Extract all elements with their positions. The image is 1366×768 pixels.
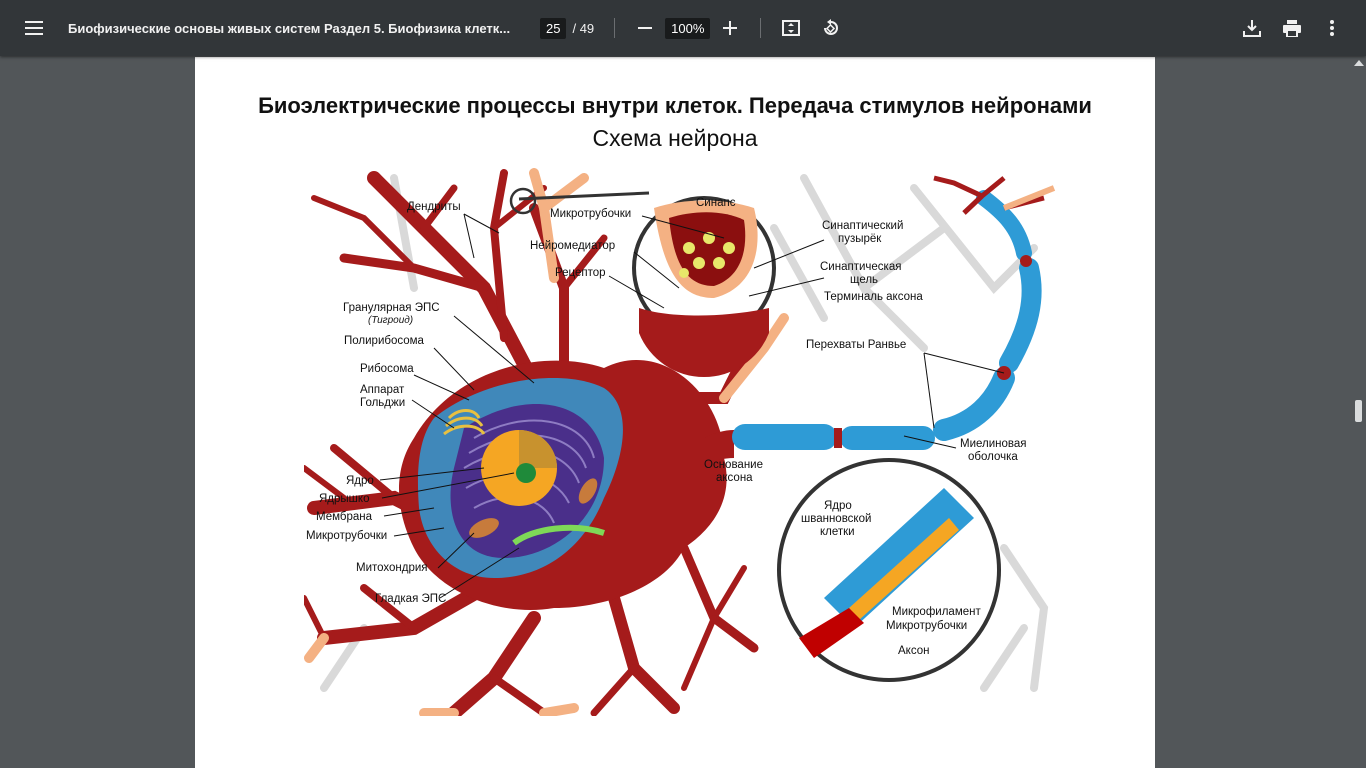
label-microtubules-top: Микротрубочки [550,208,631,220]
vertical-scrollbar[interactable] [1352,56,1366,768]
dendrites-group [304,169,759,716]
axon-hillock [704,430,734,468]
zoom-in-button[interactable] [710,8,750,48]
postsynaptic-cell [639,308,769,378]
label-dendrites: Дендриты [407,201,461,213]
label-axon-hillock-2: аксона [716,472,753,484]
label-myelin-1: Миелиновая [960,438,1027,450]
rotate-icon [824,19,839,35]
zoom-in-icon [723,21,738,35]
mitochondrion [578,478,598,504]
pdf-toolbar: Биофизические основы живых систем Раздел… [0,0,1366,56]
nucleolus-shape [516,463,536,483]
neuron-diagram: Дендриты Синапс Микротрубочки Нейромедиа… [304,168,1056,716]
smooth-er [512,524,605,546]
label-microtubules-inset: Микротрубочки [886,620,967,632]
label-neuromediator: Нейромедиатор [530,240,615,252]
synaptic-vesicles [679,232,735,278]
page-subheading: Схема нейрона [592,125,758,151]
label-synaptic-cleft-1: Синаптическая [820,261,901,273]
golgi-apparatus [443,409,486,436]
inset-axon-core [849,518,959,620]
zoom-out-icon [638,27,653,29]
download-button[interactable] [1232,8,1272,48]
label-schwann-2: шванновской [801,513,871,525]
label-synaptic-cleft-2: щель [850,274,878,286]
myelin-sheath [732,190,1042,450]
label-nucleus: Ядро [346,475,374,487]
inset-myelin [824,488,974,628]
label-synaptic-vesicle-1: Синаптический [822,220,903,232]
label-synaptic-vesicle-2: пузырёк [838,233,882,245]
nucleus-cut [519,430,557,468]
mitochondrion [469,518,499,538]
menu-button[interactable] [14,8,54,48]
label-mitochondria: Митохондрия [356,562,428,574]
label-golgi-2: Гольджи [360,397,405,409]
menu-icon [25,21,43,35]
dendrite-tips [304,168,789,716]
inset-axon-red [799,608,864,658]
toolbar-divider [614,18,616,38]
synapse-connector [518,191,650,201]
zoom-level-input[interactable]: 100% [665,17,711,39]
download-icon [1243,20,1261,37]
label-axon: Аксон [898,645,929,657]
label-nodes-ranvier: Перехваты Ранвье [806,339,906,351]
pdf-page: Биоэлектрические процессы внутри клеток.… [195,57,1155,768]
print-button[interactable] [1272,8,1312,48]
label-golgi-1: Аппарат [360,384,405,396]
label-axon-terminal: Терминаль аксона [824,291,923,303]
zoom-out-button[interactable] [625,8,665,48]
label-schwann-3: клетки [820,526,855,538]
toolbar-divider [760,18,762,38]
synapse-zoom-marker [509,187,537,215]
fit-page-icon [782,20,801,36]
label-nucleolus: Ядрышко [319,493,369,505]
page-heading: Биоэлектрические процессы внутри клеток.… [258,93,1092,118]
more-vert-icon [1330,20,1334,36]
axon-terminal-branch [933,175,1045,215]
label-ribosome: Рибосома [360,363,414,375]
scroll-up-icon[interactable] [1354,60,1364,66]
label-microfilament: Микрофиламент [892,606,981,618]
fit-page-button[interactable] [771,8,811,48]
label-membrane: Мембрана [316,511,373,523]
label-receptor: Рецептор [555,267,606,279]
label-tigroid: (Тигроид) [368,315,413,326]
label-smooth-er: Гладкая ЭПС [375,593,446,605]
label-axon-hillock-1: Основание [704,459,763,471]
print-icon [1283,19,1301,37]
presynaptic-cytoplasm [669,212,746,286]
rotate-button[interactable] [811,8,851,48]
label-granular-er: Гранулярная ЭПС [343,302,440,314]
label-schwann-1: Ядро [824,500,852,512]
page-total: / 49 [572,20,595,36]
label-polyribosome: Полирибосома [344,335,425,347]
label-myelin-2: оболочка [968,451,1018,463]
label-synapse: Синапс [696,197,736,209]
axon-terminal-tip [1002,185,1056,211]
label-microtubules-left: Микротрубочки [306,530,387,542]
page-number-input[interactable]: 25 [540,17,567,39]
scrollbar-thumb[interactable] [1355,400,1362,422]
more-actions-button[interactable] [1312,8,1352,48]
document-title: Биофизические основы живых систем Раздел… [68,20,511,36]
leader-lines [379,213,1005,599]
